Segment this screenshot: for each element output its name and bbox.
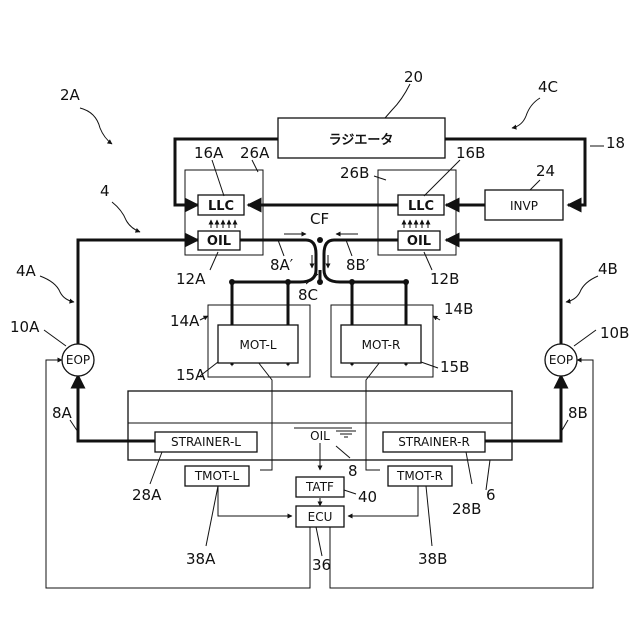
ref-15a: 15A xyxy=(176,366,206,384)
ref-10a: 10A xyxy=(10,318,40,336)
eop-r-label: EOP xyxy=(549,353,573,367)
ref-28a: 28A xyxy=(132,486,162,504)
radiator-label: ラジエータ xyxy=(329,133,394,148)
ref-8c: 8C xyxy=(298,286,318,304)
invp-label: INVP xyxy=(510,199,538,213)
oil-loop xyxy=(78,240,561,441)
ref-8b: 8B xyxy=(568,404,588,422)
ref-6: 6 xyxy=(486,486,496,504)
tatf-label: TATF xyxy=(305,480,334,494)
ref-4c: 4C xyxy=(538,78,558,96)
oil-b-label: OIL xyxy=(407,234,431,249)
oil-a-label: OIL xyxy=(207,234,231,249)
llc-b-label: LLC xyxy=(408,199,434,214)
llc-a-label: LLC xyxy=(208,199,234,214)
ref-38b: 38B xyxy=(418,550,447,568)
ref-4b: 4B xyxy=(598,260,618,278)
strainer-l-label: STRAINER-L xyxy=(171,435,241,449)
ref-26b: 26B xyxy=(340,164,369,182)
ref-8a-prime: 8A′ xyxy=(270,256,294,274)
strainer-r-label: STRAINER-R xyxy=(398,435,470,449)
ref-8a: 8A xyxy=(52,404,73,422)
ref-8b-prime: 8B′ xyxy=(346,256,370,274)
ref-18: 18 xyxy=(606,134,625,152)
ref-14b: 14B xyxy=(444,300,473,318)
ref-40: 40 xyxy=(358,488,377,506)
ref-14a: 14A xyxy=(170,312,200,330)
ref-8: 8 xyxy=(348,462,358,480)
ref-36: 36 xyxy=(312,556,331,574)
ref-2a: 2A xyxy=(60,86,81,104)
mot-r-label: MOT-R xyxy=(362,338,401,352)
ecu-label: ECU xyxy=(308,510,333,524)
oil-level-label: OIL xyxy=(310,429,330,443)
ref-16b: 16B xyxy=(456,144,485,162)
ref-4a: 4A xyxy=(16,262,37,280)
ref-12b: 12B xyxy=(430,270,459,288)
tmot-l-label: TMOT-L xyxy=(194,469,240,483)
ref-16a: 16A xyxy=(194,144,224,162)
heat-transfer-arrows-b xyxy=(404,220,428,228)
eop-l-label: EOP xyxy=(66,353,90,367)
tmot-r-label: TMOT-R xyxy=(396,469,443,483)
ref-4: 4 xyxy=(100,182,110,200)
ref-12a: 12A xyxy=(176,270,206,288)
ref-38a: 38A xyxy=(186,550,216,568)
ref-28b: 28B xyxy=(452,500,481,518)
ref-26a: 26A xyxy=(240,144,270,162)
ref-15b: 15B xyxy=(440,358,469,376)
heat-transfer-arrows-a xyxy=(211,220,235,228)
ref-20: 20 xyxy=(404,68,423,86)
mot-l-label: MOT-L xyxy=(239,338,276,352)
ref-cf: CF xyxy=(310,210,329,228)
ref-10b: 10B xyxy=(600,324,629,342)
ref-24: 24 xyxy=(536,162,555,180)
